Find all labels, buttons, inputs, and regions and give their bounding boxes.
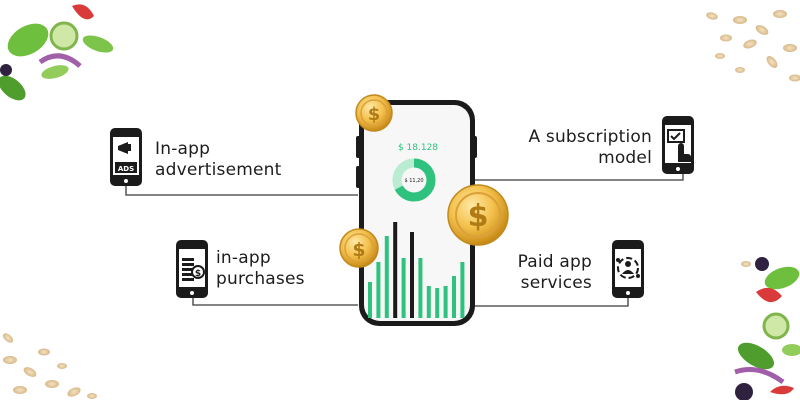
phone-balance: $ 18.128 [398,143,438,153]
ads-badge: ADS [118,165,134,173]
phone-bar [368,282,372,318]
label-line: In-app [155,139,211,159]
phone-bar [401,258,406,318]
connector-left-bottom [192,296,358,306]
balance-donut [392,158,436,202]
phone-bar [393,222,398,318]
phone-bar [452,276,456,318]
svg-text:$: $ [368,104,381,125]
coin-large: $ [447,184,509,246]
label-line: model [598,148,652,168]
donut-value: $ 11,20 [404,178,423,184]
phone-bar [410,232,414,318]
connector-left-top [125,186,358,196]
label-line: in-app [216,248,271,268]
svg-text:$: $ [468,199,489,234]
connector-lines [125,172,684,307]
service-phone-icon [612,240,644,298]
label-subscription-model: A subscription model [524,127,652,169]
label-in-app-purchases: in-app purchases [216,248,305,290]
label-line: advertisement [155,160,282,180]
phone-bar [460,262,465,318]
connector-right-bottom [473,298,629,307]
salad-decoration-bottom-right [734,257,800,400]
svg-text:$: $ [195,269,201,279]
label-line: purchases [216,269,305,289]
phone-bar-chart [368,222,465,318]
label-line: Paid app [517,252,592,272]
coin-left: $ [339,228,379,268]
label-paid-app-services: Paid app services [500,252,592,294]
oats-decoration-bottom-left [2,333,97,399]
coin-top: $ [355,94,393,132]
phone-bar [435,288,440,318]
salad-decoration-top-left [0,4,114,101]
phone-bar [418,258,423,318]
phone-bar [443,286,448,318]
phone-bar [384,236,389,318]
tap-phone-icon [662,116,694,174]
coins-phone-icon: $ [176,240,208,298]
phone-screen [364,105,470,321]
connector-right-top [473,172,684,181]
label-line: A subscription [528,127,652,147]
label-line: services [520,273,592,293]
label-in-app-advertisement: In-app advertisement [155,139,281,181]
phone-bar [376,262,381,318]
oats-decoration-top-right [706,10,800,82]
svg-text:$: $ [352,239,365,261]
ads-phone-icon [110,128,142,186]
phone-bar [426,286,431,318]
